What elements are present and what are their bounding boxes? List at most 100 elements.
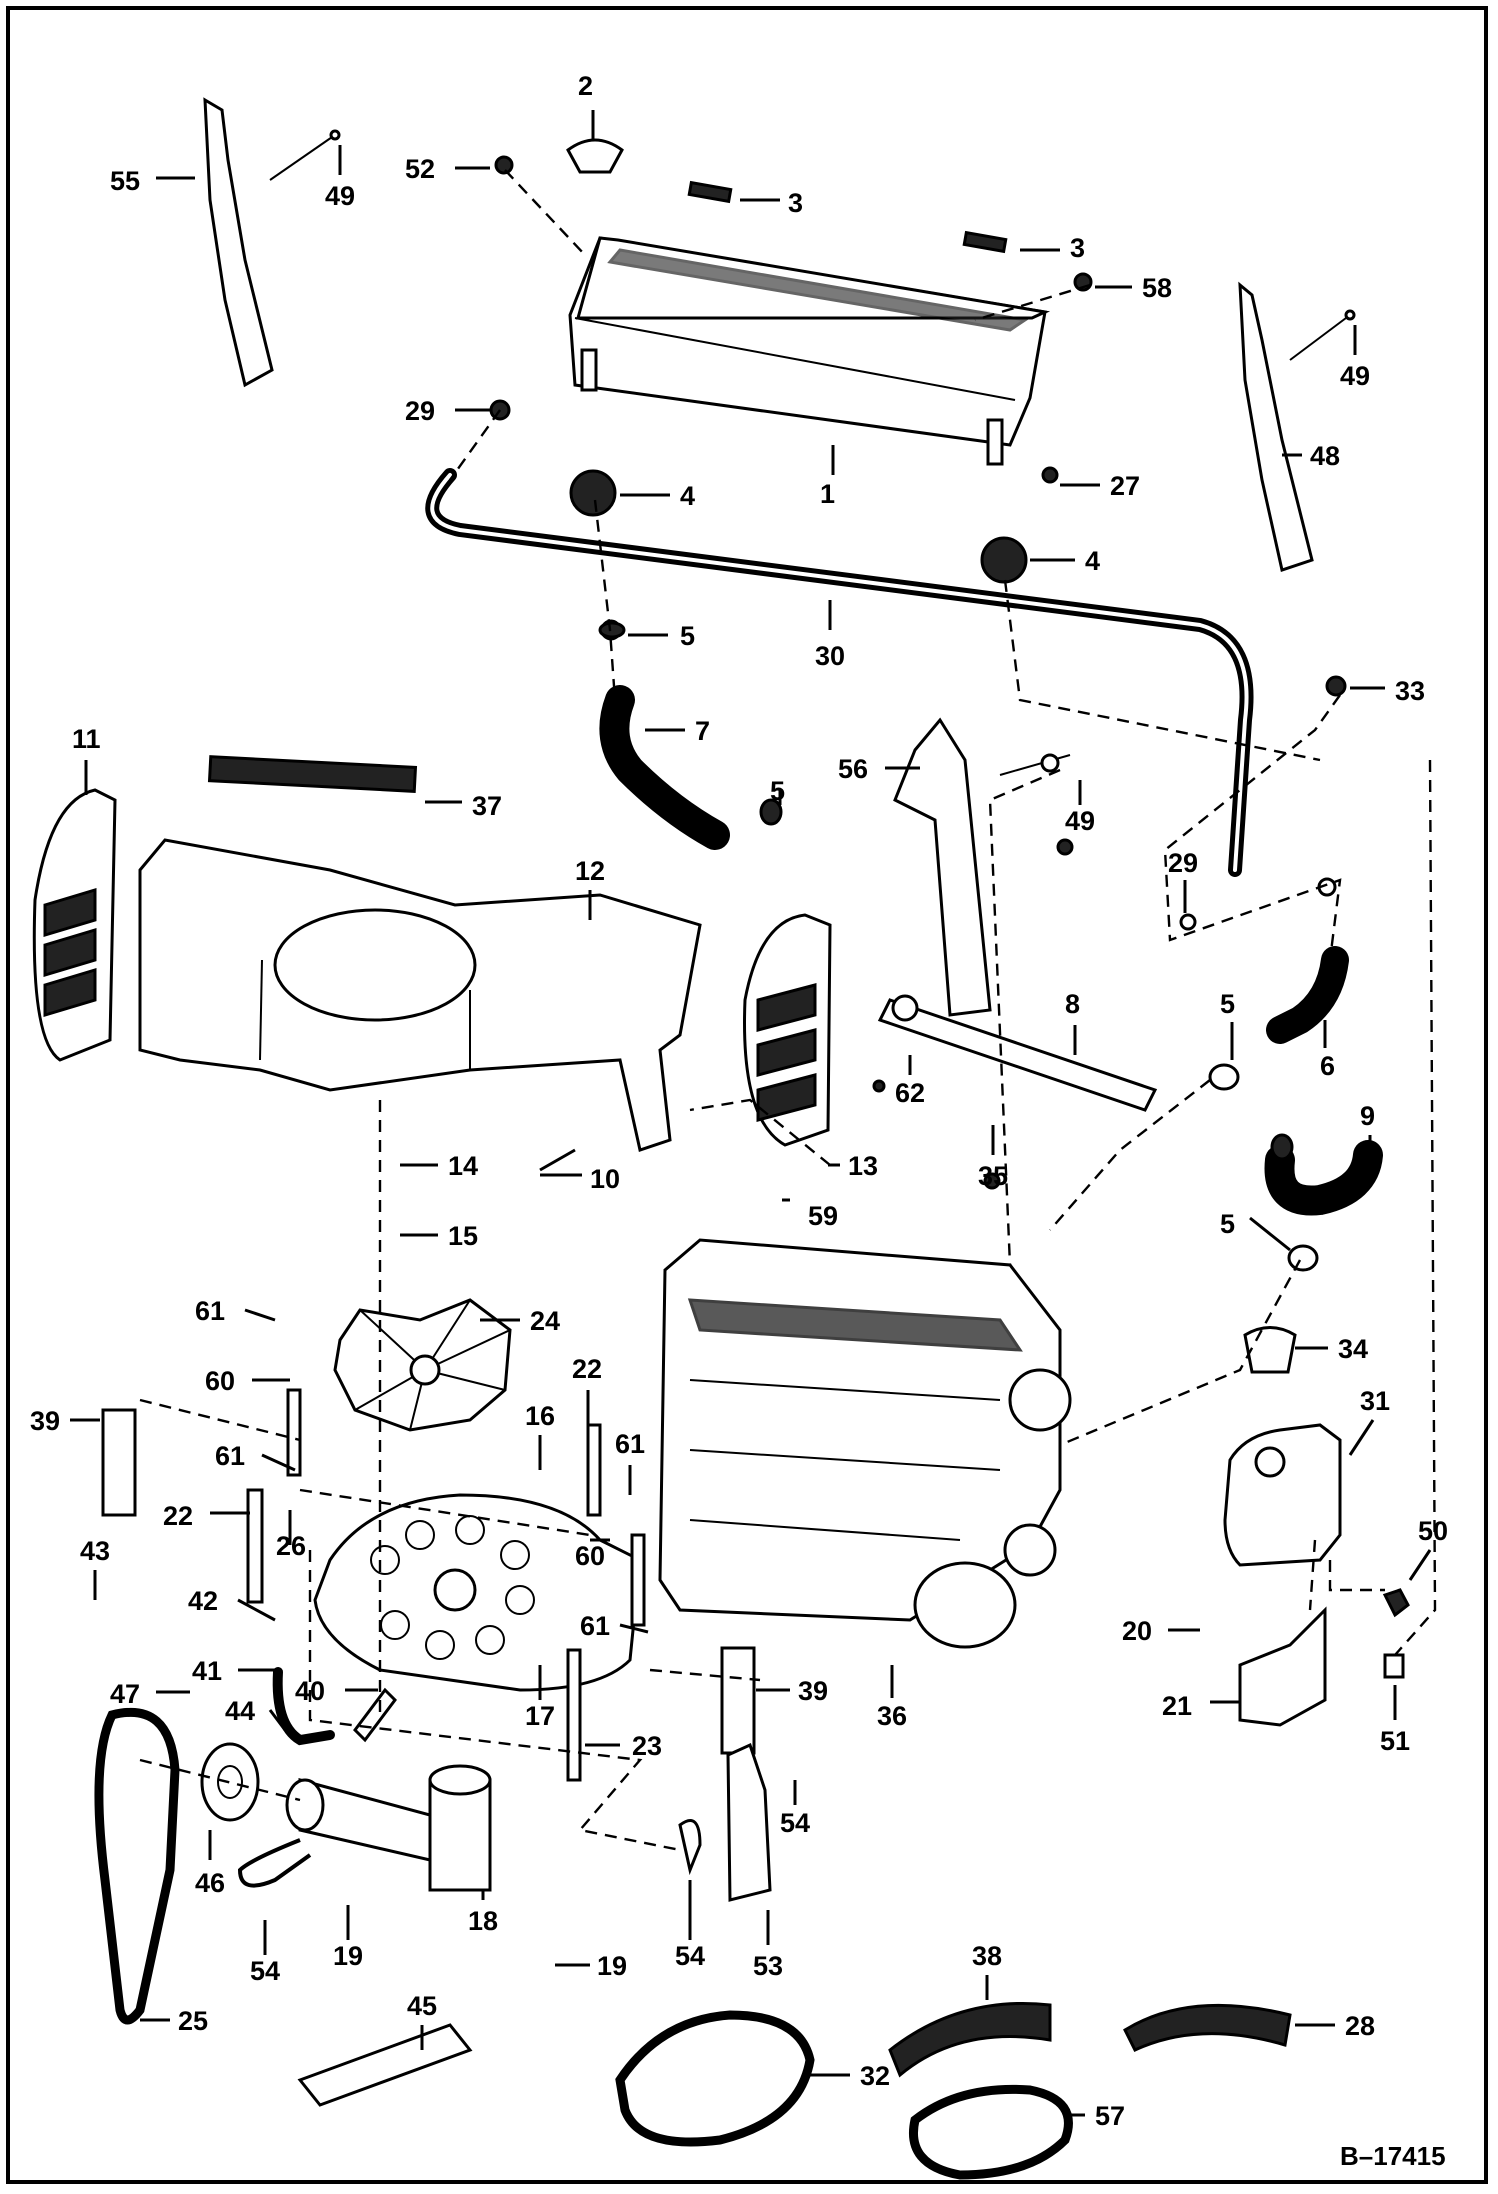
- callout-number-3a: 3: [788, 188, 803, 218]
- pulley: [200, 1742, 260, 1822]
- callout-43: 43: [80, 1536, 110, 1600]
- callout-number-30: 30: [815, 641, 845, 671]
- callout-19a: 19: [333, 1905, 363, 1971]
- clamp-50: [1382, 1588, 1410, 1618]
- callout-30: 30: [815, 600, 845, 671]
- callout-number-5a: 5: [680, 621, 695, 651]
- callout-number-28: 28: [1345, 2011, 1375, 2041]
- callout-number-38: 38: [972, 1941, 1002, 1971]
- callout-number-60b: 60: [575, 1541, 605, 1571]
- bracket-56: [893, 717, 992, 1017]
- callout-number-29a: 29: [405, 396, 435, 426]
- callout-number-59: 59: [808, 1201, 838, 1231]
- tank-bracket: [1238, 1606, 1327, 1727]
- callout-number-24: 24: [530, 1306, 560, 1336]
- callout-24: 24: [480, 1306, 560, 1336]
- seal-57: [909, 2084, 1073, 2180]
- callout-19b: 19: [555, 1951, 627, 1981]
- callout-22a: 22: [163, 1501, 250, 1531]
- callout-20: 20: [1122, 1616, 1200, 1646]
- callout-49a: 49: [325, 145, 355, 211]
- callout-number-54b: 54: [675, 1941, 705, 1971]
- callout-number-62: 62: [895, 1078, 925, 1108]
- leader-line-61b: [261, 1453, 296, 1472]
- callout-number-49c: 49: [1065, 806, 1095, 836]
- callout-25: 25: [140, 2006, 208, 2036]
- leader-line-5d: [1249, 1216, 1291, 1252]
- callout-number-44: 44: [225, 1696, 255, 1726]
- callout-number-33: 33: [1395, 676, 1425, 706]
- parts-artwork: [32, 97, 1410, 2180]
- callout-5d: 5: [1220, 1209, 1291, 1252]
- drawing-reference: B–17415: [1340, 2141, 1446, 2171]
- callout-61d: 61: [580, 1611, 649, 1641]
- callout-number-14: 14: [448, 1151, 478, 1181]
- callout-number-1: 1: [820, 479, 835, 509]
- callout-53: 53: [753, 1910, 783, 1981]
- callout-number-51: 51: [1380, 1726, 1410, 1756]
- u-bolt-54: [237, 1838, 312, 1888]
- callout-number-20: 20: [1122, 1616, 1152, 1646]
- sealant-tube: [297, 2023, 473, 2107]
- callout-number-23: 23: [632, 1731, 662, 1761]
- seal-strip: [207, 755, 418, 793]
- callout-45: 45: [407, 1991, 437, 2050]
- callout-number-61d: 61: [580, 1611, 610, 1641]
- callout-number-2: 2: [578, 71, 593, 101]
- callout-number-6: 6: [1320, 1051, 1335, 1081]
- callout-34: 34: [1295, 1334, 1368, 1364]
- coolant-tank: [1223, 1423, 1342, 1567]
- seal-28: [1123, 2003, 1292, 2052]
- callout-number-13: 13: [848, 1151, 878, 1181]
- callout-31: 31: [1348, 1386, 1390, 1456]
- callout-57: 57: [1065, 2101, 1125, 2131]
- callout-8: 8: [1065, 989, 1080, 1055]
- callout-54a: 54: [250, 1920, 280, 1986]
- leader-line-61d: [619, 1623, 649, 1634]
- callout-33: 33: [1350, 676, 1425, 706]
- callout-52: 52: [405, 154, 490, 184]
- callout-41: 41: [192, 1656, 275, 1686]
- callout-number-57: 57: [1095, 2101, 1125, 2131]
- callout-12: 12: [575, 856, 605, 920]
- callout-number-39b: 39: [798, 1676, 828, 1706]
- cooling-fan: [333, 1298, 512, 1432]
- drive-belt: [94, 1707, 180, 2025]
- callout-number-45: 45: [407, 1991, 437, 2021]
- callout-22b: 22: [572, 1354, 602, 1425]
- spacer-39a: [101, 1408, 137, 1517]
- elbow-hose: [1264, 1140, 1383, 1216]
- callout-number-55: 55: [110, 166, 140, 196]
- callout-2: 2: [578, 71, 595, 140]
- callout-3b: 3: [1020, 233, 1085, 263]
- radiator: [568, 236, 1051, 466]
- callout-46: 46: [195, 1830, 225, 1898]
- callout-17: 17: [525, 1665, 555, 1731]
- bolt-49-set: [269, 129, 1356, 776]
- callout-number-12: 12: [575, 856, 605, 886]
- callout-number-60a: 60: [205, 1366, 235, 1396]
- callout-55: 55: [110, 166, 195, 196]
- callout-number-56: 56: [838, 754, 868, 784]
- callout-number-10: 10: [590, 1164, 620, 1194]
- callout-54b: 54: [675, 1880, 705, 1971]
- callout-number-11: 11: [72, 724, 101, 754]
- callout-5b: 5: [770, 776, 785, 806]
- callout-number-8: 8: [1065, 989, 1080, 1019]
- callout-62: 62: [895, 1055, 925, 1108]
- callout-number-9: 9: [1360, 1101, 1375, 1131]
- callout-number-32: 32: [860, 2061, 890, 2091]
- shroud-screen-right: [743, 913, 832, 1147]
- callout-42: 42: [188, 1586, 276, 1622]
- callout-number-17: 17: [525, 1701, 555, 1731]
- callout-50: 50: [1408, 1516, 1448, 1581]
- callout-number-5d: 5: [1220, 1209, 1235, 1239]
- callout-number-15: 15: [448, 1221, 478, 1251]
- clip-3b: [962, 230, 1008, 254]
- callout-number-22b: 22: [572, 1354, 602, 1384]
- callout-29b: 29: [1168, 848, 1198, 913]
- callout-number-50: 50: [1418, 1516, 1448, 1546]
- leader-line-42: [237, 1598, 276, 1622]
- callout-number-3b: 3: [1070, 233, 1085, 263]
